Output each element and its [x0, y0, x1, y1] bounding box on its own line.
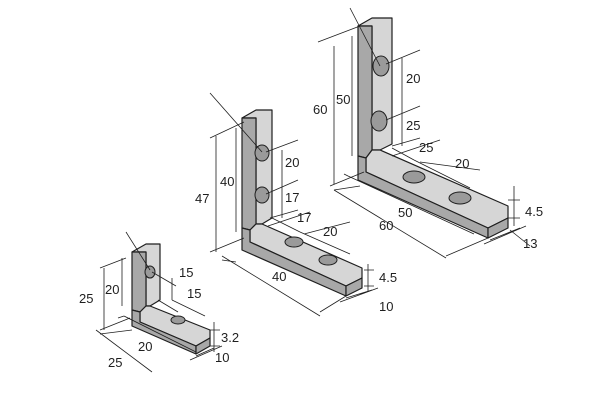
large-dim-line-20-vertical [385, 49, 421, 121]
small-dim-line-10-width [189, 345, 223, 361]
medium-label-hole-pitch-horizontal: 20 [323, 224, 337, 239]
large-label-hole-offset-horizontal: 25 [419, 140, 433, 155]
large-label-width: 13 [523, 236, 537, 251]
large-dim-line-50-length [343, 173, 475, 235]
small-label-height-outer: 25 [79, 291, 93, 306]
large-horizontal-leg-end [487, 217, 509, 239]
medium-leader-line [209, 92, 263, 153]
medium-dim-line-20-horizontal [299, 221, 351, 255]
medium-dim-line-40-length [221, 255, 347, 317]
large-dim-line-60 [317, 25, 365, 187]
small-dim-line-3-2-thickness [210, 322, 220, 352]
small-dim-line-15-vertical [151, 271, 179, 313]
small-leader-line [125, 231, 151, 271]
large-dim-line-4-5 [508, 186, 520, 226]
medium-label-height-outer: 47 [195, 191, 209, 206]
large-label-hole-pitch-vertical: 20 [406, 71, 420, 86]
large-vertical-hole-lower [370, 110, 388, 132]
small-label-width: 10 [215, 350, 229, 365]
large-dim-line-20-horizontal [413, 159, 481, 189]
large-horizontal-hole-outer [448, 191, 472, 205]
small-dim-line-20-length [117, 315, 197, 353]
small-vertical-hole [144, 265, 156, 279]
large-bracket: 60 50 20 25 25 20 50 60 4.5 13 [313, 7, 543, 259]
large-dim-line-25-vertical [391, 112, 421, 147]
medium-horizontal-hole-inner [284, 236, 304, 248]
large-label-length-inner: 50 [398, 205, 412, 220]
medium-dim-line-17-horizontal [267, 211, 311, 233]
medium-vertical-hole-lower [254, 186, 270, 204]
large-dim-line-25-horizontal [391, 139, 441, 161]
medium-label-height-inner: 40 [220, 174, 234, 189]
large-dim-line-60-length [333, 185, 489, 259]
large-dim-line-13-width [483, 225, 531, 247]
large-label-hole-pitch-horizontal: 20 [455, 156, 469, 171]
small-dim-line-15-horizontal [171, 299, 206, 317]
medium-label-hole-offset-vertical: 17 [285, 190, 299, 205]
medium-label-hole-pitch-vertical: 20 [285, 155, 299, 170]
medium-vertical-leg-side [241, 117, 257, 231]
small-label-thickness: 3.2 [221, 330, 239, 345]
large-label-height-inner: 50 [336, 92, 350, 107]
medium-dim-line-10-width [339, 287, 379, 303]
medium-label-thickness: 4.5 [379, 270, 397, 285]
medium-dim-line-17-vertical [269, 184, 299, 219]
small-bracket: 25 20 15 15 3.2 20 25 10 [79, 231, 239, 373]
small-label-height-inner: 20 [105, 282, 119, 297]
medium-dim-line-4-5 [364, 264, 374, 292]
small-label-hole-pitch-vertical: 15 [179, 265, 193, 280]
large-vertical-hole-upper [372, 55, 390, 77]
large-label-thickness: 4.5 [525, 204, 543, 219]
medium-horizontal-hole-outer [318, 254, 338, 266]
small-label-length-outer: 25 [108, 355, 122, 370]
medium-vertical-hole-upper [254, 144, 270, 162]
small-label-length-inner: 20 [138, 339, 152, 354]
large-horizontal-hole-inner [402, 170, 426, 184]
small-label-hole-pitch-horizontal: 15 [187, 286, 201, 301]
medium-label-width: 10 [379, 299, 393, 314]
large-leader-line [349, 7, 381, 67]
medium-bracket: 47 40 20 17 17 20 40 4.5 10 [195, 92, 397, 317]
large-label-height-outer: 60 [313, 102, 327, 117]
medium-label-length-outer: 40 [272, 269, 286, 284]
medium-label-hole-offset-horizontal: 17 [297, 210, 311, 225]
medium-horizontal-leg-end [345, 277, 363, 297]
small-horizontal-hole [170, 315, 186, 325]
large-label-hole-offset-vertical: 25 [406, 118, 420, 133]
large-label-length-outer: 60 [379, 218, 393, 233]
small-dim-line-25-length [95, 329, 153, 373]
